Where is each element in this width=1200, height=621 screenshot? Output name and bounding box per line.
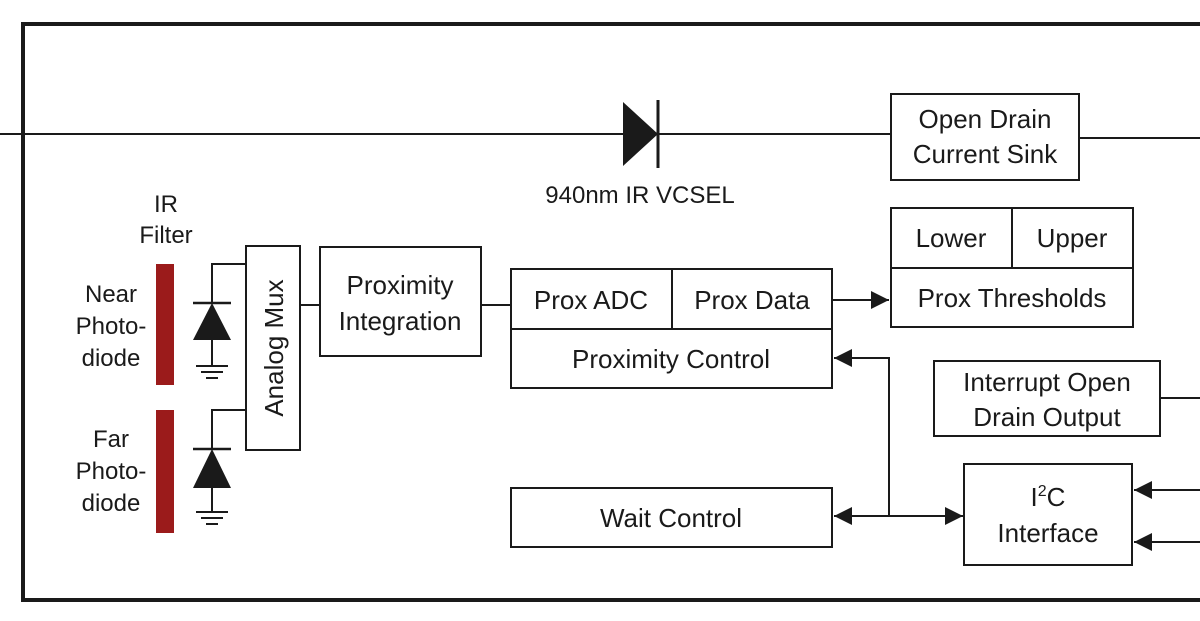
i2c-interface-box: [963, 463, 1133, 566]
near-photodiode-icon: [193, 263, 246, 379]
lower-label: Lower: [916, 223, 987, 253]
ir-filter-label-line1: IR: [154, 191, 178, 218]
i2c-to-proximity-control-bus: [834, 349, 890, 516]
wait-control-box: [510, 487, 833, 548]
ir-filter-near: [156, 264, 174, 385]
proximity-integration-line2: Integration: [339, 306, 462, 336]
far-photodiode-line3: diode: [82, 490, 141, 517]
prox-adc-label: Prox ADC: [534, 285, 648, 315]
proximity-integration-line1: Proximity: [347, 270, 454, 300]
open-drain-current-sink-box: [890, 93, 1080, 181]
near-photodiode-line3: diode: [82, 345, 141, 372]
i2c-label-line2: Interface: [997, 518, 1098, 548]
upper-label: Upper: [1037, 223, 1108, 253]
proximity-integration-box: [319, 246, 482, 357]
vcsel-diode-icon: [623, 100, 660, 168]
vcsel-label: 940nm IR VCSEL: [545, 182, 734, 209]
open-drain-sink-line2: Current Sink: [913, 139, 1058, 169]
analog-mux-box: [245, 245, 301, 451]
far-photodiode-icon: [193, 409, 246, 525]
far-photodiode-line2: Photo-: [76, 458, 147, 485]
i2c-label-line1: I2C: [1031, 482, 1066, 512]
prox-data-label: Prox Data: [694, 285, 810, 315]
prox-thresholds-label: Prox Thresholds: [918, 283, 1107, 313]
open-drain-sink-line1: Open Drain: [919, 104, 1052, 134]
ir-filter-far: [156, 410, 174, 533]
interrupt-line1: Interrupt Open: [963, 367, 1131, 397]
far-photodiode-line1: Far: [93, 426, 129, 453]
analog-mux-label: Analog Mux: [259, 279, 289, 416]
chip-outline: [21, 22, 1200, 602]
near-photodiode-line2: Photo-: [76, 313, 147, 340]
interrupt-line2: Drain Output: [973, 402, 1121, 432]
proximity-control-label: Proximity Control: [572, 344, 770, 374]
interrupt-output-box: [933, 360, 1161, 437]
wait-control-label: Wait Control: [600, 503, 742, 533]
near-photodiode-line1: Near: [85, 281, 137, 308]
ir-filter-label-line2: Filter: [139, 222, 192, 249]
